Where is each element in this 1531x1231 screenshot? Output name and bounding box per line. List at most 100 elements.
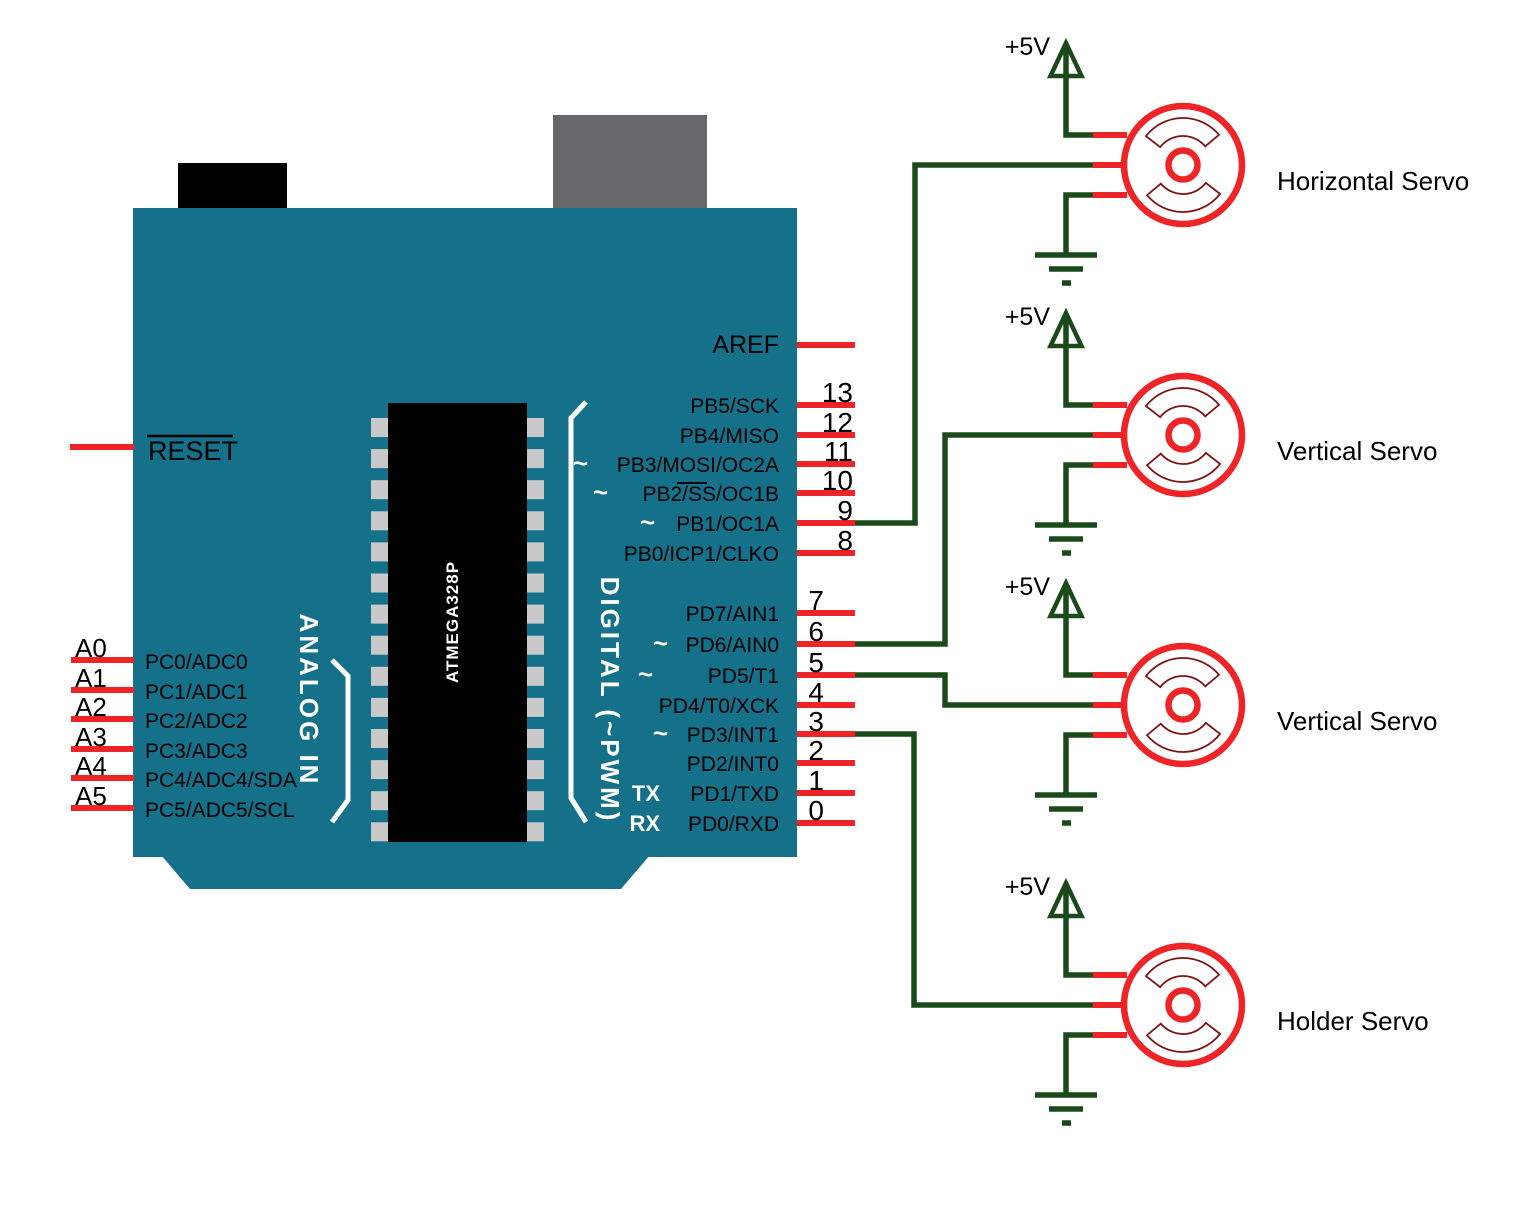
pwm-tilde-icon: ~ (653, 628, 668, 658)
digital-pin-number: 13 (822, 377, 853, 408)
ground-icon (1035, 252, 1097, 286)
chip-pad-right (526, 604, 544, 624)
pwm-tilde-icon: ~ (653, 718, 668, 748)
analog-pin-label: PC4/ADC4/SDA (145, 769, 297, 792)
ground-wire (1063, 192, 1093, 255)
digital-pin-label: PD2/INT0 (687, 753, 779, 776)
supply-wire (1063, 586, 1093, 678)
pwm-tilde-icon: ~ (573, 448, 588, 478)
pwm-tilde-icon: ~ (593, 477, 608, 507)
analog-pin-number: A2 (75, 692, 107, 722)
servo-hub (1165, 417, 1201, 453)
digital-pin-label: PD3/INT1 (687, 724, 779, 747)
chip-pad-right (526, 822, 544, 842)
signal-wire-pin-6 (855, 432, 1093, 647)
supply-label: +5V (1005, 873, 1051, 901)
chip-pad-right (526, 666, 544, 686)
digital-pin-number: 11 (824, 436, 853, 467)
serial-prefix-label: TX (632, 781, 660, 806)
servo-symbol (1093, 942, 1246, 1068)
digital-pin-number: 12 (822, 407, 853, 438)
servo-hub (1165, 147, 1201, 183)
digital-pin-label: PB5/SCK (690, 395, 779, 418)
chip-pad-right (526, 573, 544, 593)
analog-pin-number: A3 (75, 722, 107, 752)
chip-pad-right (526, 480, 544, 500)
digital-pin-label: PD4/T0/XCK (659, 695, 779, 718)
chip-pad-right (526, 729, 544, 748)
analog-pin-label: PC2/ADC2 (145, 710, 248, 733)
digital-pin-label: PB4/MISO (680, 425, 779, 448)
supply-arrow-icon (1046, 577, 1086, 619)
servo-name-label: Horizontal Servo (1277, 166, 1469, 196)
digital-pin-number: 8 (837, 525, 853, 556)
ground-icon (1035, 792, 1097, 826)
chip-pad-left (371, 480, 389, 500)
servo-arc-top (1144, 117, 1221, 149)
servo-hub (1165, 987, 1201, 1023)
chip-pad-left (371, 791, 389, 811)
signal-wire-pin-3 (855, 731, 1093, 1008)
aref-label: AREF (712, 331, 779, 359)
digital-pin-number: 9 (837, 495, 853, 526)
servo-circuit: +5V Holder Servo (855, 731, 1429, 1126)
chip-pad-right (526, 791, 544, 811)
supply-label: +5V (1005, 33, 1051, 61)
analog-pin-number: A0 (75, 633, 107, 663)
chip-pad-left (371, 418, 389, 437)
servo-name-label: Vertical Servo (1277, 706, 1437, 736)
digital-section-label: DIGITAL (~PWM) (595, 577, 625, 824)
chip-label: ATMEGA328P (443, 561, 462, 683)
digital-pin-number: 1 (808, 765, 824, 796)
digital-pin-label: PB1/OC1A (676, 513, 779, 536)
reset-label: RESET (148, 436, 238, 466)
analog-bracket (329, 658, 351, 824)
ground-icon (1035, 1092, 1097, 1126)
servo-symbol (1093, 372, 1246, 498)
ground-icon (1035, 522, 1097, 556)
digital-pin-label: PD1/TXD (690, 783, 779, 806)
supply-arrow-icon (1046, 37, 1086, 79)
supply-label: +5V (1005, 573, 1051, 601)
chip-pad-right (526, 542, 544, 562)
digital-pin-label: PB3/MOSI/OC2A (617, 454, 779, 477)
serial-prefix-label: RX (629, 811, 660, 836)
digital-bracket (568, 400, 589, 824)
digital-pin-label: PD0/RXD (688, 813, 779, 836)
servo-arc-bottom (1145, 451, 1222, 483)
chip-pad-left (371, 697, 389, 717)
servo-arc-top (1144, 387, 1221, 419)
supply-wire (1063, 316, 1093, 408)
chip-pad-left (371, 511, 389, 531)
ground-wire (1063, 462, 1093, 525)
digital-pin-label: PB0/ICP1/CLKO (624, 543, 779, 566)
servo-circuit: +5V Vertical Servo (855, 573, 1437, 826)
servo-arc-bottom (1145, 1021, 1222, 1053)
analog-pin-number: A1 (75, 663, 107, 693)
supply-wire (1063, 886, 1093, 978)
ground-wire (1063, 732, 1093, 795)
servo-name-label: Holder Servo (1277, 1006, 1429, 1036)
digital-pin-number: 7 (808, 585, 824, 616)
digital-pin-number: 5 (808, 647, 824, 678)
chip-pad-right (526, 511, 544, 531)
